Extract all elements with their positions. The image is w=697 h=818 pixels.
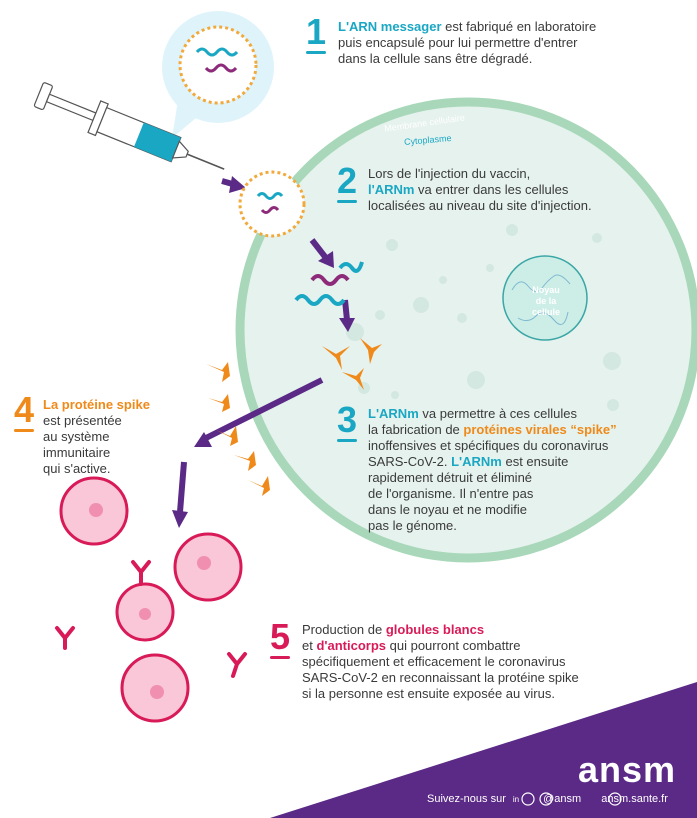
nucleus-label-2: de la	[535, 296, 557, 306]
step1-number: 1	[306, 11, 327, 54]
nucleus-dna	[511, 274, 571, 325]
footer-icons	[521, 792, 622, 806]
ansm-logo[interactable]: ansm	[578, 749, 677, 790]
handle[interactable]: @ansm	[543, 793, 582, 805]
step5-text: Production de globules blancs et d'antic…	[302, 622, 579, 701]
step2-text: Lors de l'injection du vaccin, l'ARNm va…	[368, 166, 592, 213]
mrna-strands	[294, 261, 364, 306]
spike-proteins	[206, 338, 382, 496]
step3-number: 3	[337, 399, 358, 442]
step3-text: L'ARNm va permettre à ces cellules la fa…	[368, 406, 617, 533]
step4-text: La protéine spike est présentée au systè…	[43, 397, 150, 476]
nucleus-label: Noyau de la cellule	[520, 285, 572, 318]
antibodies	[55, 560, 247, 678]
step1-text: L'ARN messager est fabriqué en laboratoi…	[338, 19, 597, 66]
cytoplasm-bubbles	[346, 224, 621, 411]
site-link[interactable]: ansm.sante.fr	[601, 793, 668, 805]
follow-text: Suivez-nous sur	[427, 793, 506, 805]
linkedin-icon[interactable]: in	[512, 795, 520, 804]
white-blood-cells	[59, 476, 243, 723]
nucleus-label-3: cellule	[531, 307, 560, 317]
step4-number: 4	[14, 389, 35, 432]
mrna-bubble	[162, 11, 274, 138]
step4-highlight: La protéine spike	[43, 397, 150, 412]
cell-membrane	[235, 97, 697, 563]
arrows	[172, 176, 355, 528]
step2-highlight: l'ARNm	[368, 182, 415, 197]
step3-highlight-spike: protéines virales “spike”	[463, 422, 617, 437]
nucleus-label-1: Noyau	[532, 285, 560, 295]
step1-highlight: L'ARN messager	[338, 19, 442, 34]
footer-follow: Suivez-nous sur in @ansm ansm.sante.fr	[427, 793, 668, 805]
footer-band	[270, 682, 697, 818]
step5-number: 5	[270, 616, 291, 659]
step2-number: 2	[337, 160, 358, 203]
vaccine-particle	[238, 170, 306, 238]
syringe	[33, 82, 225, 170]
